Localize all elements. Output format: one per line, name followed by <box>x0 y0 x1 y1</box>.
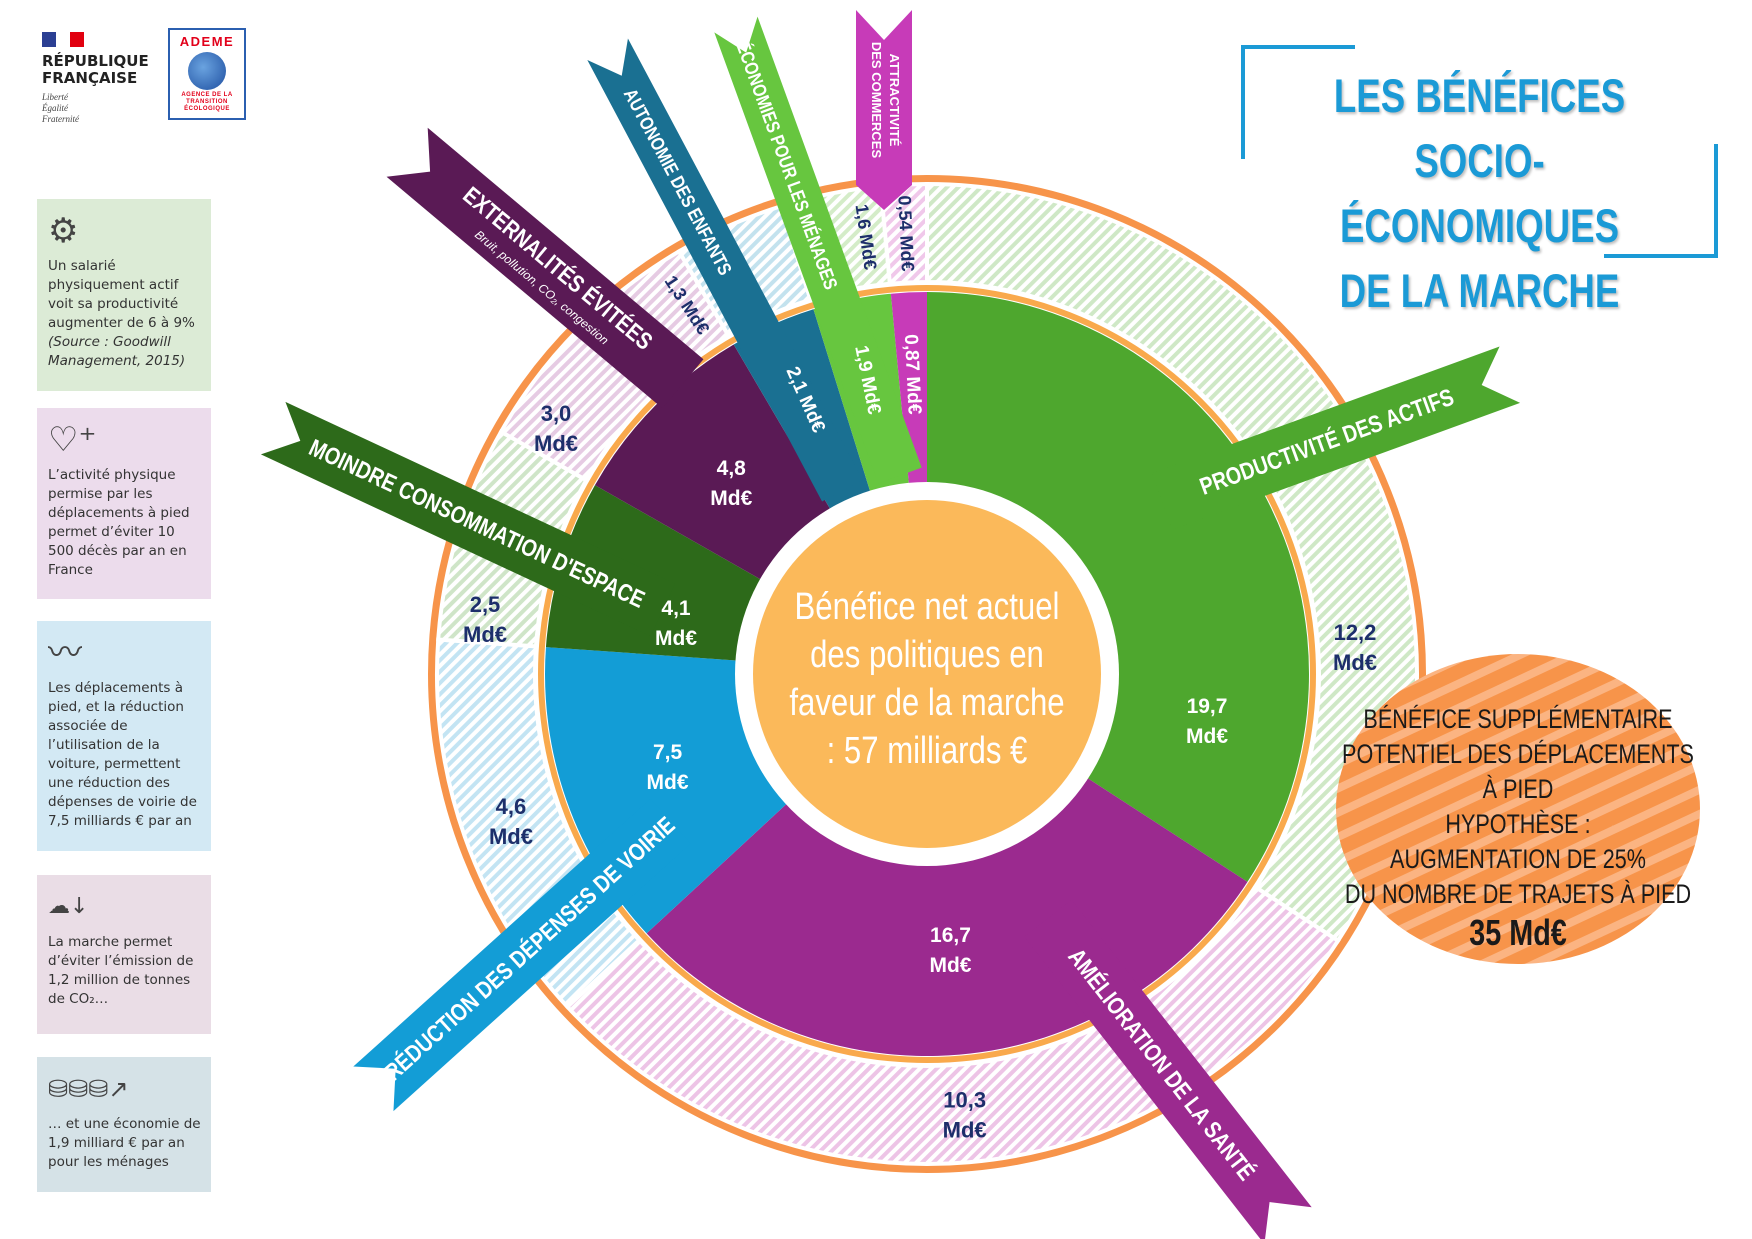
ademe-name: ADEME <box>179 34 235 49</box>
center-circle: Bénéfice net actuel des politiques en fave… <box>735 482 1119 866</box>
worker-gears-icon: ⚙ <box>48 211 79 251</box>
center-text-line: Bénéfice net actuel <box>795 586 1060 628</box>
info-text: L’activité physique permise par les dépl… <box>48 467 190 578</box>
inner-value-voirie: Md€ <box>647 771 689 794</box>
title-corner-top-left <box>1241 45 1355 159</box>
ribbon-label: ATTRACTIVITÉ <box>887 54 902 147</box>
bubble-text-line: AUGMENTATION DE 25% <box>1390 845 1646 875</box>
inner-value-espace: Md€ <box>655 627 697 650</box>
ribbon-shape <box>714 16 922 484</box>
inner-value-espace: 4,1 <box>661 597 691 620</box>
inner-value-productivite: Md€ <box>1186 725 1228 748</box>
outer-value-commerces: 0,54 Md€ <box>894 195 918 272</box>
ribbon-shape <box>260 401 676 637</box>
outer-orange-border <box>428 175 1426 1173</box>
outer-value-sante: 10,3 <box>943 1087 986 1112</box>
inner-value-externalites: 4,8 <box>717 457 747 480</box>
info-text: Un salarié physiquement actif voit sa pr… <box>48 258 195 331</box>
outer-value-externalites: Md€ <box>534 431 578 456</box>
globe-icon <box>188 52 226 90</box>
outer-segment-productivite <box>925 181 1419 944</box>
inner-orange-border <box>538 285 1316 1063</box>
info-box-road: 〰 Les déplacements à pied, et la réducti… <box>37 621 211 851</box>
center-text-line: des politiques en <box>810 634 1044 676</box>
info-source: (Source : Goodwill Management, 2015) <box>48 334 186 369</box>
bubble-text-line: HYPOTHÈSE : <box>1445 810 1590 840</box>
ribbon-shape <box>353 798 691 1112</box>
ademe-sub-1: AGENCE DE LA <box>181 92 233 98</box>
coins-growth-icon: ⛁⛁⛁↗ <box>48 1075 129 1103</box>
rf-name-1: RÉPUBLIQUE <box>42 52 149 70</box>
center-text-line: : 57 milliards € <box>827 730 1028 772</box>
outer-value-voirie: Md€ <box>489 824 533 849</box>
potential-benefit-bubble: BÉNÉFICE SUPPLÉMENTAIRE POTENTIEL DES DÉP… <box>1336 654 1700 964</box>
title-line-3: DE LA MARCHE <box>1339 264 1620 317</box>
ribbon-shape <box>1024 899 1312 1239</box>
outer-value-sante: Md€ <box>943 1117 987 1142</box>
inner-value-sante: Md€ <box>929 954 971 977</box>
info-box-health: ♡⁺ L’activité physique permise par les d… <box>37 408 211 599</box>
ribbon-label: EXTERNALITÉS ÉVITÉES <box>458 181 658 355</box>
bubble-text-line: À PIED <box>1483 775 1554 805</box>
info-text: La marche permet d’éviter l’émission de … <box>48 934 194 1007</box>
outer-value-productivite: Md€ <box>1333 650 1377 675</box>
info-box-productivity: ⚙ Un salarié physiquement actif voit sa … <box>37 199 211 391</box>
info-text: Les déplacements à pied, et la réduction… <box>48 680 197 829</box>
title-corner-bottom-right <box>1604 144 1718 258</box>
inner-value-voirie: 7,5 <box>653 741 683 764</box>
heart-plus-icon: ♡⁺ <box>48 420 97 460</box>
inner-value-productivite: 19,7 <box>1187 695 1228 718</box>
bubble-value: 35 Md€ <box>1469 912 1567 953</box>
bubble-text-line: POTENTIEL DES DÉPLACEMENTS <box>1342 740 1694 770</box>
outer-value-productivite: 12,2 <box>1334 620 1377 645</box>
ribbon-shape <box>1151 346 1521 530</box>
page-title: LES BÉNÉFICES SOCIO-ÉCONOMIQUES DE LA MA… <box>1241 45 1718 317</box>
ribbon-shape <box>587 38 863 502</box>
bubble-text-line: BÉNÉFICE SUPPLÉMENTAIRE <box>1363 705 1672 735</box>
co2-cloud-down-icon: ☁↓ <box>48 894 89 919</box>
outer-value-voirie: 4,6 <box>496 794 527 819</box>
french-flag-icon <box>42 32 84 47</box>
title-line-1: LES BÉNÉFICES <box>1333 69 1626 122</box>
info-text: … et une économie de 1,9 milliard € par … <box>48 1116 201 1170</box>
rf-name-2: FRANÇAISE <box>42 69 138 87</box>
info-box-co2: ☁↓ La marche permet d’éviter l’émission … <box>37 875 211 1034</box>
outer-value-externalites: 3,0 <box>541 401 572 426</box>
inner-value-sante: 16,7 <box>930 924 971 947</box>
ribbon-shape <box>856 10 912 210</box>
info-box-households: ⛁⛁⛁↗ … et une économie de 1,9 milliard €… <box>37 1057 211 1192</box>
outer-segment-sante <box>564 884 1341 1166</box>
road-icon: 〰 <box>48 633 82 673</box>
motto-1: Liberté <box>42 92 68 102</box>
bubble-text-line: DU NOMBRE DE TRAJETS À PIED <box>1345 880 1691 910</box>
ribbon-label: DES COMMERCES <box>869 42 884 159</box>
ademe-sub-2: TRANSITION <box>186 99 228 105</box>
motto-3: Fraternité <box>42 114 79 124</box>
inner-value-externalites: Md€ <box>710 487 752 510</box>
bubble-shape <box>1336 654 1700 964</box>
center-text-line: faveur de la marche <box>789 682 1064 724</box>
center-orange-disc <box>753 500 1101 848</box>
outer-value-espace: 2,5 <box>470 592 501 617</box>
motto-2: Égalité <box>42 103 68 113</box>
title-line-2: SOCIO-ÉCONOMIQUES <box>1339 134 1620 252</box>
inner-value-commerces: 0,87 Md€ <box>900 334 925 416</box>
outer-value-espace: Md€ <box>463 622 507 647</box>
ademe-sub-3: ÉCOLOGIQUE <box>184 106 230 112</box>
ribbon-shape <box>386 127 704 409</box>
